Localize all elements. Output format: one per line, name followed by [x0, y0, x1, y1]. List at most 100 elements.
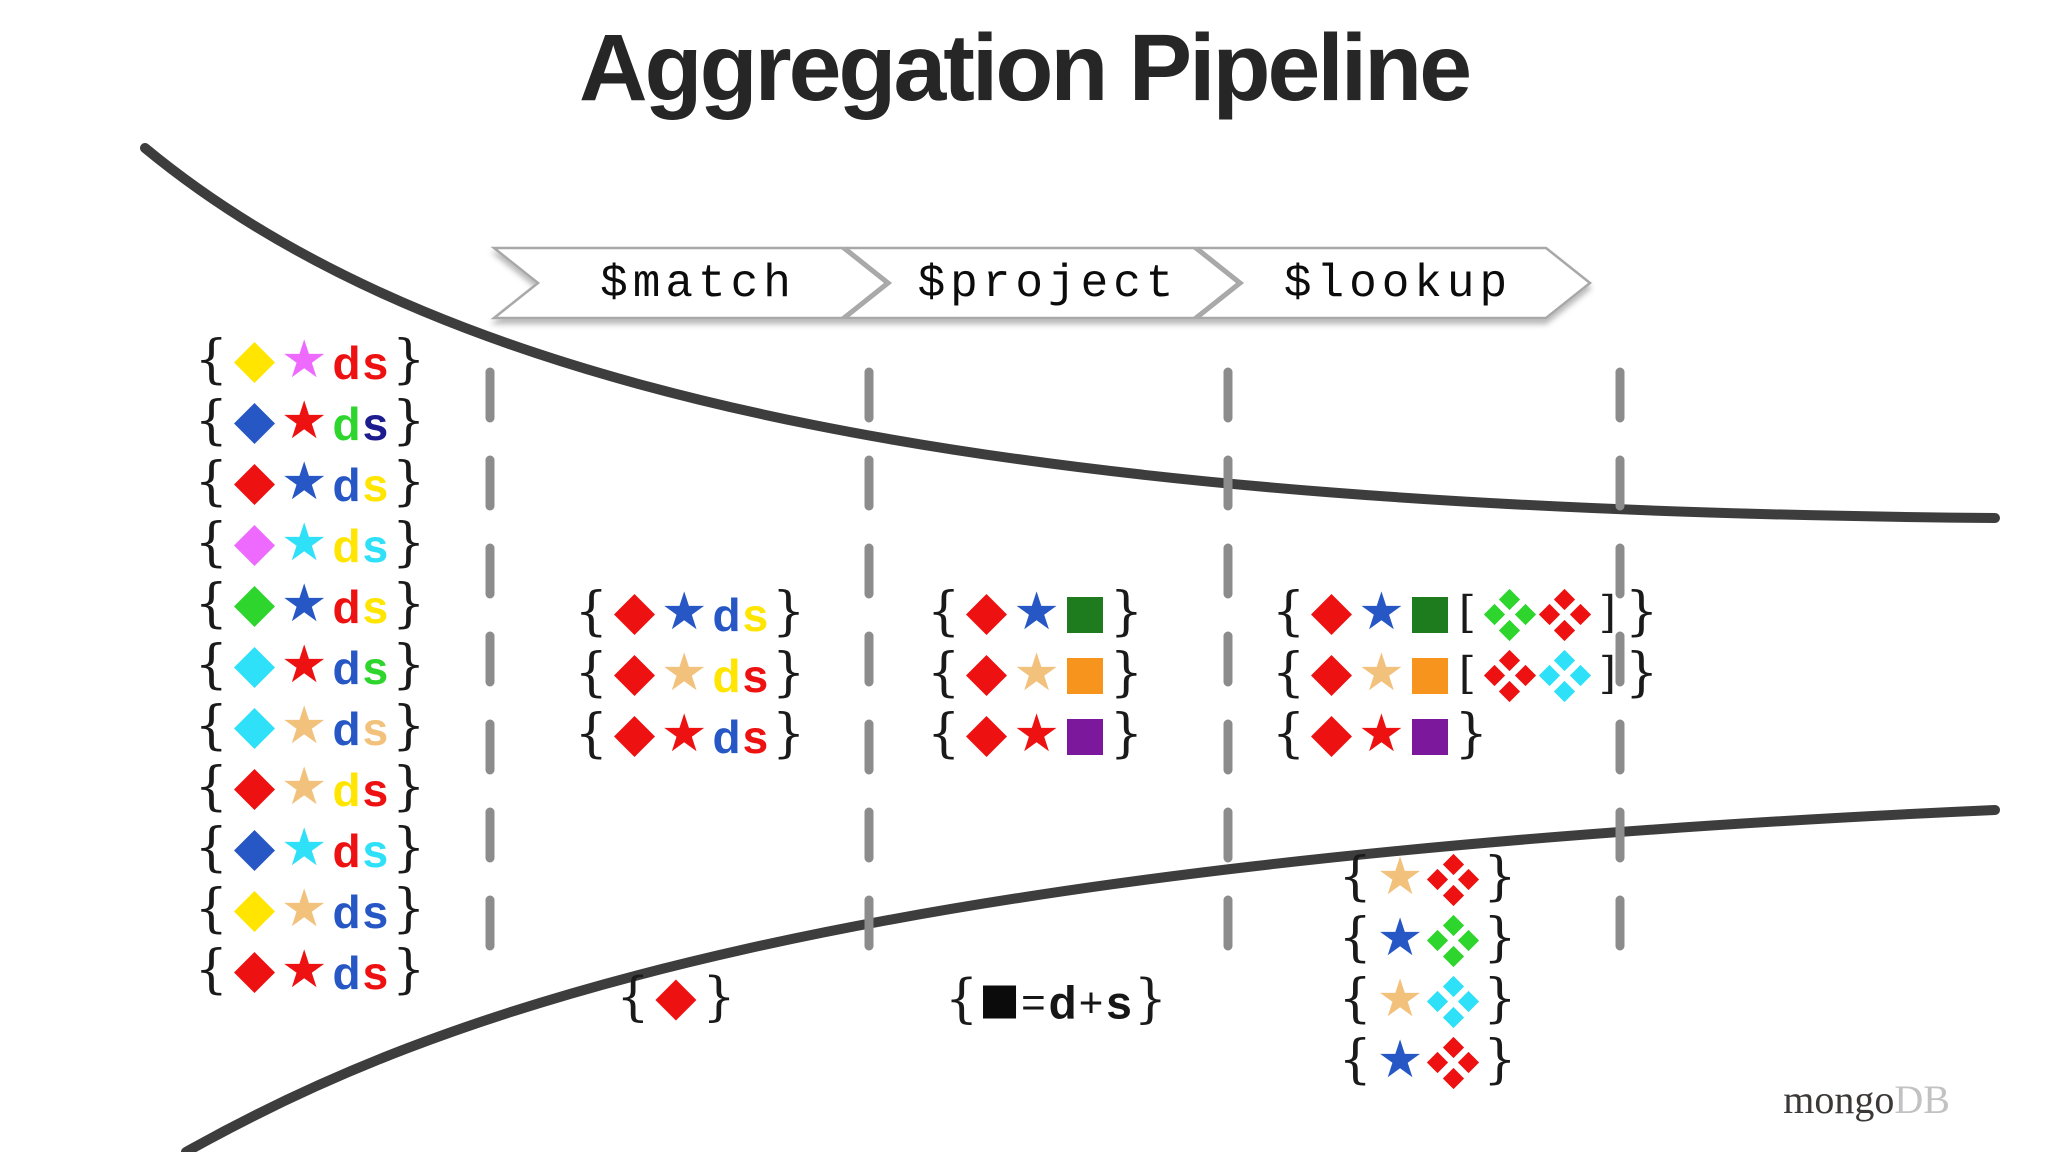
mini-diamond-icon: [1499, 588, 1521, 610]
field-letter: d: [332, 885, 360, 938]
diamond-field-icon: [613, 593, 655, 636]
diamond-field-icon: [233, 951, 275, 994]
brace-open: {: [194, 512, 228, 573]
star-field-icon: ★: [1376, 969, 1424, 1030]
document: {★}: [927, 645, 1143, 706]
star-field-icon: ★: [280, 696, 328, 757]
field-letter: s: [362, 519, 389, 572]
joined-docs-cluster-icon: [1538, 588, 1591, 641]
document: {=d+s}: [945, 972, 1167, 1033]
brace-close: }: [392, 512, 426, 573]
star-field-icon: ★: [280, 757, 328, 818]
brace-open: {: [574, 642, 608, 703]
field-letter: s: [362, 641, 389, 694]
brace-close: }: [392, 695, 426, 756]
mini-diamond-icon: [1569, 664, 1591, 687]
brace-close: }: [1133, 969, 1167, 1029]
brace-open: {: [194, 939, 228, 1000]
document: {★}: [927, 706, 1143, 767]
diamond-field-icon: [655, 979, 697, 1021]
array-bracket-open: [: [1458, 647, 1476, 699]
brace-open: {: [194, 817, 228, 878]
star-field-icon: ★: [280, 330, 328, 391]
brace-open: {: [1272, 581, 1306, 642]
joined-docs-cluster-icon: [1427, 853, 1480, 906]
mini-diamond-icon: [1514, 664, 1536, 687]
star-field-icon: ★: [280, 635, 328, 696]
page-title: Aggregation Pipeline: [578, 15, 1472, 121]
field-letter: d: [712, 710, 740, 763]
brace-open: {: [194, 878, 228, 939]
diamond-field-icon: [613, 715, 655, 758]
mini-diamond-icon: [1499, 649, 1521, 671]
brace-close: }: [1625, 642, 1659, 703]
brace-close: }: [772, 642, 806, 703]
mini-diamond-icon: [1427, 929, 1449, 952]
brace-close: }: [1454, 703, 1488, 764]
array-bracket-close: ]: [1598, 586, 1617, 638]
brace-open: {: [1338, 968, 1372, 1029]
square-field-icon: [1411, 596, 1448, 633]
brace-close: }: [772, 581, 806, 642]
brace-close: }: [392, 573, 426, 634]
mini-diamond-icon: [1442, 853, 1464, 875]
brace-close: }: [1109, 581, 1143, 642]
square-field-icon: [1411, 657, 1448, 694]
mini-diamond-icon: [1442, 1006, 1464, 1028]
field-letter: s: [742, 649, 769, 702]
mini-diamond-icon: [1499, 619, 1521, 641]
mini-diamond-icon: [1554, 649, 1576, 671]
brace-open: {: [927, 642, 961, 703]
field-letter: d: [332, 763, 360, 816]
star-field-icon: ★: [1376, 1030, 1424, 1091]
mini-diamond-icon: [1458, 929, 1480, 952]
mini-diamond-icon: [1458, 1051, 1480, 1074]
document: {★[]}: [1272, 584, 1658, 645]
stage-label-lookup: $lookup: [1283, 258, 1513, 310]
field-letter: s: [362, 946, 389, 999]
star-field-icon: ★: [1013, 704, 1060, 765]
brace-close: }: [1483, 907, 1517, 968]
field-letter: d: [332, 824, 360, 877]
brace-close: }: [392, 634, 426, 695]
field-letter: s: [742, 588, 769, 641]
field-letter: s: [362, 885, 389, 938]
star-field-icon: ★: [1013, 643, 1060, 704]
field-letter: d: [332, 641, 360, 694]
mini-diamond-icon: [1554, 588, 1576, 610]
brace-open: {: [194, 756, 228, 817]
star-field-icon: ★: [280, 391, 328, 452]
brace-close: }: [392, 817, 426, 878]
field-letter: s: [1106, 976, 1132, 1028]
document: {★[]}: [1272, 645, 1658, 706]
star-field-icon: ★: [280, 452, 328, 513]
brace-close: }: [392, 756, 426, 817]
mini-diamond-icon: [1538, 664, 1560, 687]
brace-close: }: [702, 967, 736, 1027]
diamond-field-icon: [966, 593, 1008, 636]
chevron-project: [842, 246, 1241, 320]
star-field-icon: ★: [1358, 582, 1405, 643]
stage-label-project: $project: [917, 258, 1179, 310]
square-field-icon: [1411, 718, 1448, 755]
star-field-icon: ★: [280, 574, 328, 635]
joined-docs-cluster-icon: [1427, 975, 1480, 1028]
mini-diamond-icon: [1442, 1067, 1464, 1089]
joined-docs-cluster-icon: [1538, 649, 1591, 702]
field-letter: s: [362, 397, 389, 450]
array-bracket-open: [: [1458, 586, 1476, 638]
mini-diamond-icon: [1483, 664, 1505, 687]
diamond-field-icon: [233, 829, 275, 872]
star-field-icon: ★: [660, 643, 708, 704]
lookup-foreign-collection-documents: {★}{★}{★}{★}: [1330, 849, 1525, 1093]
diamond-field-icon: [1311, 593, 1353, 636]
